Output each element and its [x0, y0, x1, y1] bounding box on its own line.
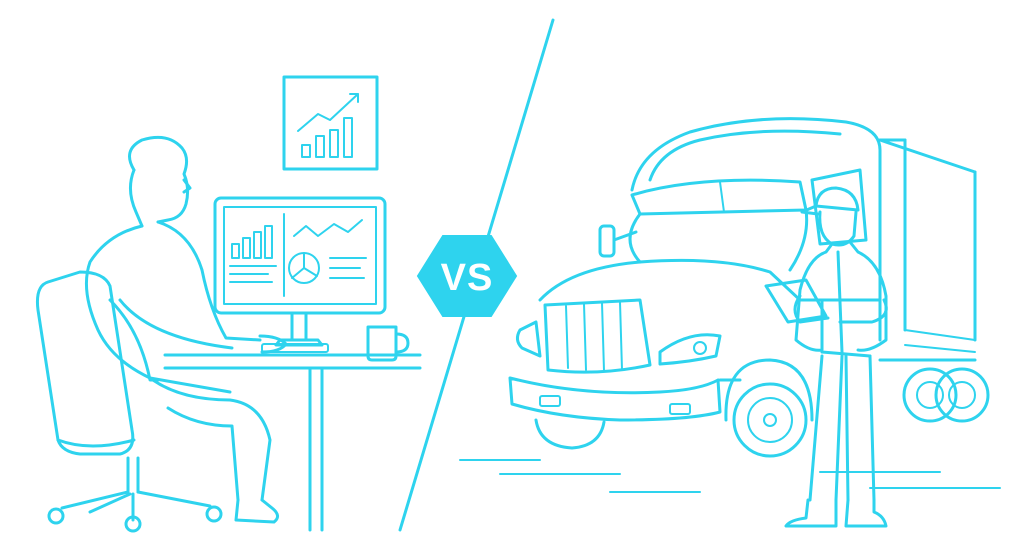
vs-label: VS: [441, 257, 494, 299]
semi-truck-icon: [508, 117, 990, 458]
driver-cap-icon: [800, 186, 860, 216]
office-worker: [84, 135, 288, 524]
tablet-icon: [764, 278, 828, 324]
office-desk: [163, 353, 422, 532]
truck-driver: [764, 186, 888, 528]
office-chair-icon: [36, 270, 223, 533]
monitor-dashboard-icon: [213, 196, 387, 347]
right-truck-scene: [459, 117, 1001, 528]
keyboard: [261, 343, 329, 353]
left-office-scene: [36, 75, 422, 533]
vs-hexagon: [416, 235, 518, 317]
wall-chart-icon: [282, 75, 379, 171]
road-lines: [459, 459, 1001, 493]
trailer: [878, 138, 977, 353]
coffee-mug-icon: [366, 325, 410, 362]
vs-badge: VS: [416, 235, 518, 317]
